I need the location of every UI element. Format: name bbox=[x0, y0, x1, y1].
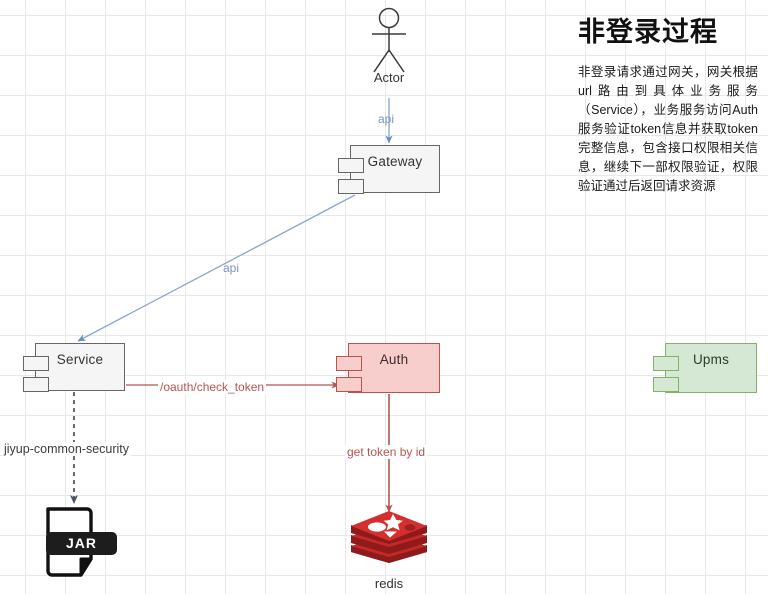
edge-gateway-to-service bbox=[77, 194, 356, 342]
service-port-top bbox=[23, 356, 49, 371]
jar-badge-label: JAR bbox=[46, 532, 117, 555]
component-gateway[interactable]: Gateway bbox=[338, 145, 440, 194]
edge-label-service-to-jar: jiyup-common-security bbox=[2, 442, 132, 456]
service-port-bottom bbox=[23, 377, 49, 392]
edge-label-gateway-to-service: api bbox=[223, 261, 240, 275]
redis-logo-icon bbox=[349, 505, 429, 567]
edge-label-service-to-auth: /oauth/check_token bbox=[158, 380, 267, 394]
description-text: 非登录请求通过网关，网关根据url路由到具体业务服务（Service），业务服务… bbox=[578, 65, 758, 193]
page-title: 非登录过程 bbox=[578, 17, 718, 47]
component-auth[interactable]: Auth bbox=[336, 343, 440, 393]
actor-stick-figure-icon bbox=[372, 7, 406, 73]
gateway-port-top bbox=[338, 158, 364, 173]
upms-port-bottom bbox=[653, 377, 679, 392]
actor-label: Actor bbox=[373, 70, 405, 85]
component-upms[interactable]: Upms bbox=[653, 343, 757, 393]
auth-label: Auth bbox=[379, 352, 409, 367]
auth-port-top bbox=[336, 356, 362, 371]
gateway-label: Gateway bbox=[367, 154, 423, 169]
edge-label-actor-to-gateway: api bbox=[378, 112, 395, 126]
upms-label: Upms bbox=[692, 352, 730, 367]
auth-port-bottom bbox=[336, 377, 362, 392]
jar-file-icon: JAR bbox=[45, 505, 117, 579]
component-service[interactable]: Service bbox=[23, 343, 125, 392]
service-label: Service bbox=[56, 352, 104, 367]
upms-port-top bbox=[653, 356, 679, 371]
gateway-port-bottom bbox=[338, 179, 364, 194]
redis-label: redis bbox=[374, 576, 404, 591]
edge-label-auth-to-redis: get token by id bbox=[345, 445, 428, 459]
